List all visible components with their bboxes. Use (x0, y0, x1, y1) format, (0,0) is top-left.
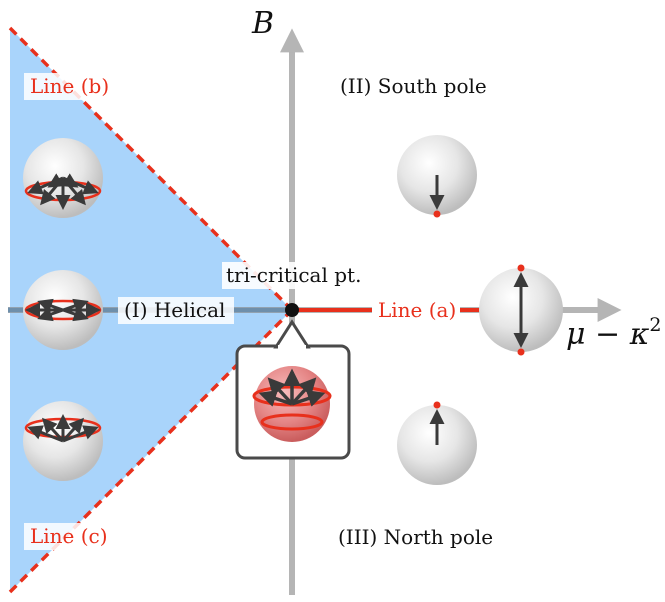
helical-sphere-bottom-icon (23, 401, 103, 481)
x-axis-label-main: μ − κ (566, 317, 650, 352)
x-axis-label-sup: 2 (649, 314, 661, 336)
helical-label: (I) Helical (124, 298, 225, 322)
helical-sphere-middle-icon (23, 270, 103, 350)
south-pole-label: (II) South pole (340, 74, 487, 98)
y-axis-label: B (251, 6, 274, 41)
x-axis-label: μ − κ2 (566, 314, 661, 352)
tri-critical-label-bg (222, 262, 370, 289)
callout-pointer (273, 319, 311, 349)
line-a-sphere-icon (479, 264, 563, 356)
line-b-label: Line (b) (30, 74, 109, 98)
north-pole-sphere-icon (397, 401, 477, 485)
helical-sphere-top-icon (23, 138, 103, 218)
line-a-label-bg (372, 297, 460, 324)
line-b-label-bg (24, 73, 110, 100)
north-pole-label: (III) North pole (338, 525, 493, 549)
helical-label-bg (118, 297, 234, 324)
line-c-label-bg (24, 523, 110, 550)
tri-critical-label: tri-critical pt. (226, 263, 361, 287)
tri-critical-point (285, 303, 299, 317)
tri-critical-sphere-icon (252, 366, 332, 442)
line-a-label: Line (a) (378, 298, 456, 322)
south-pole-sphere-icon (397, 135, 477, 218)
line-c-label: Line (c) (30, 524, 108, 548)
